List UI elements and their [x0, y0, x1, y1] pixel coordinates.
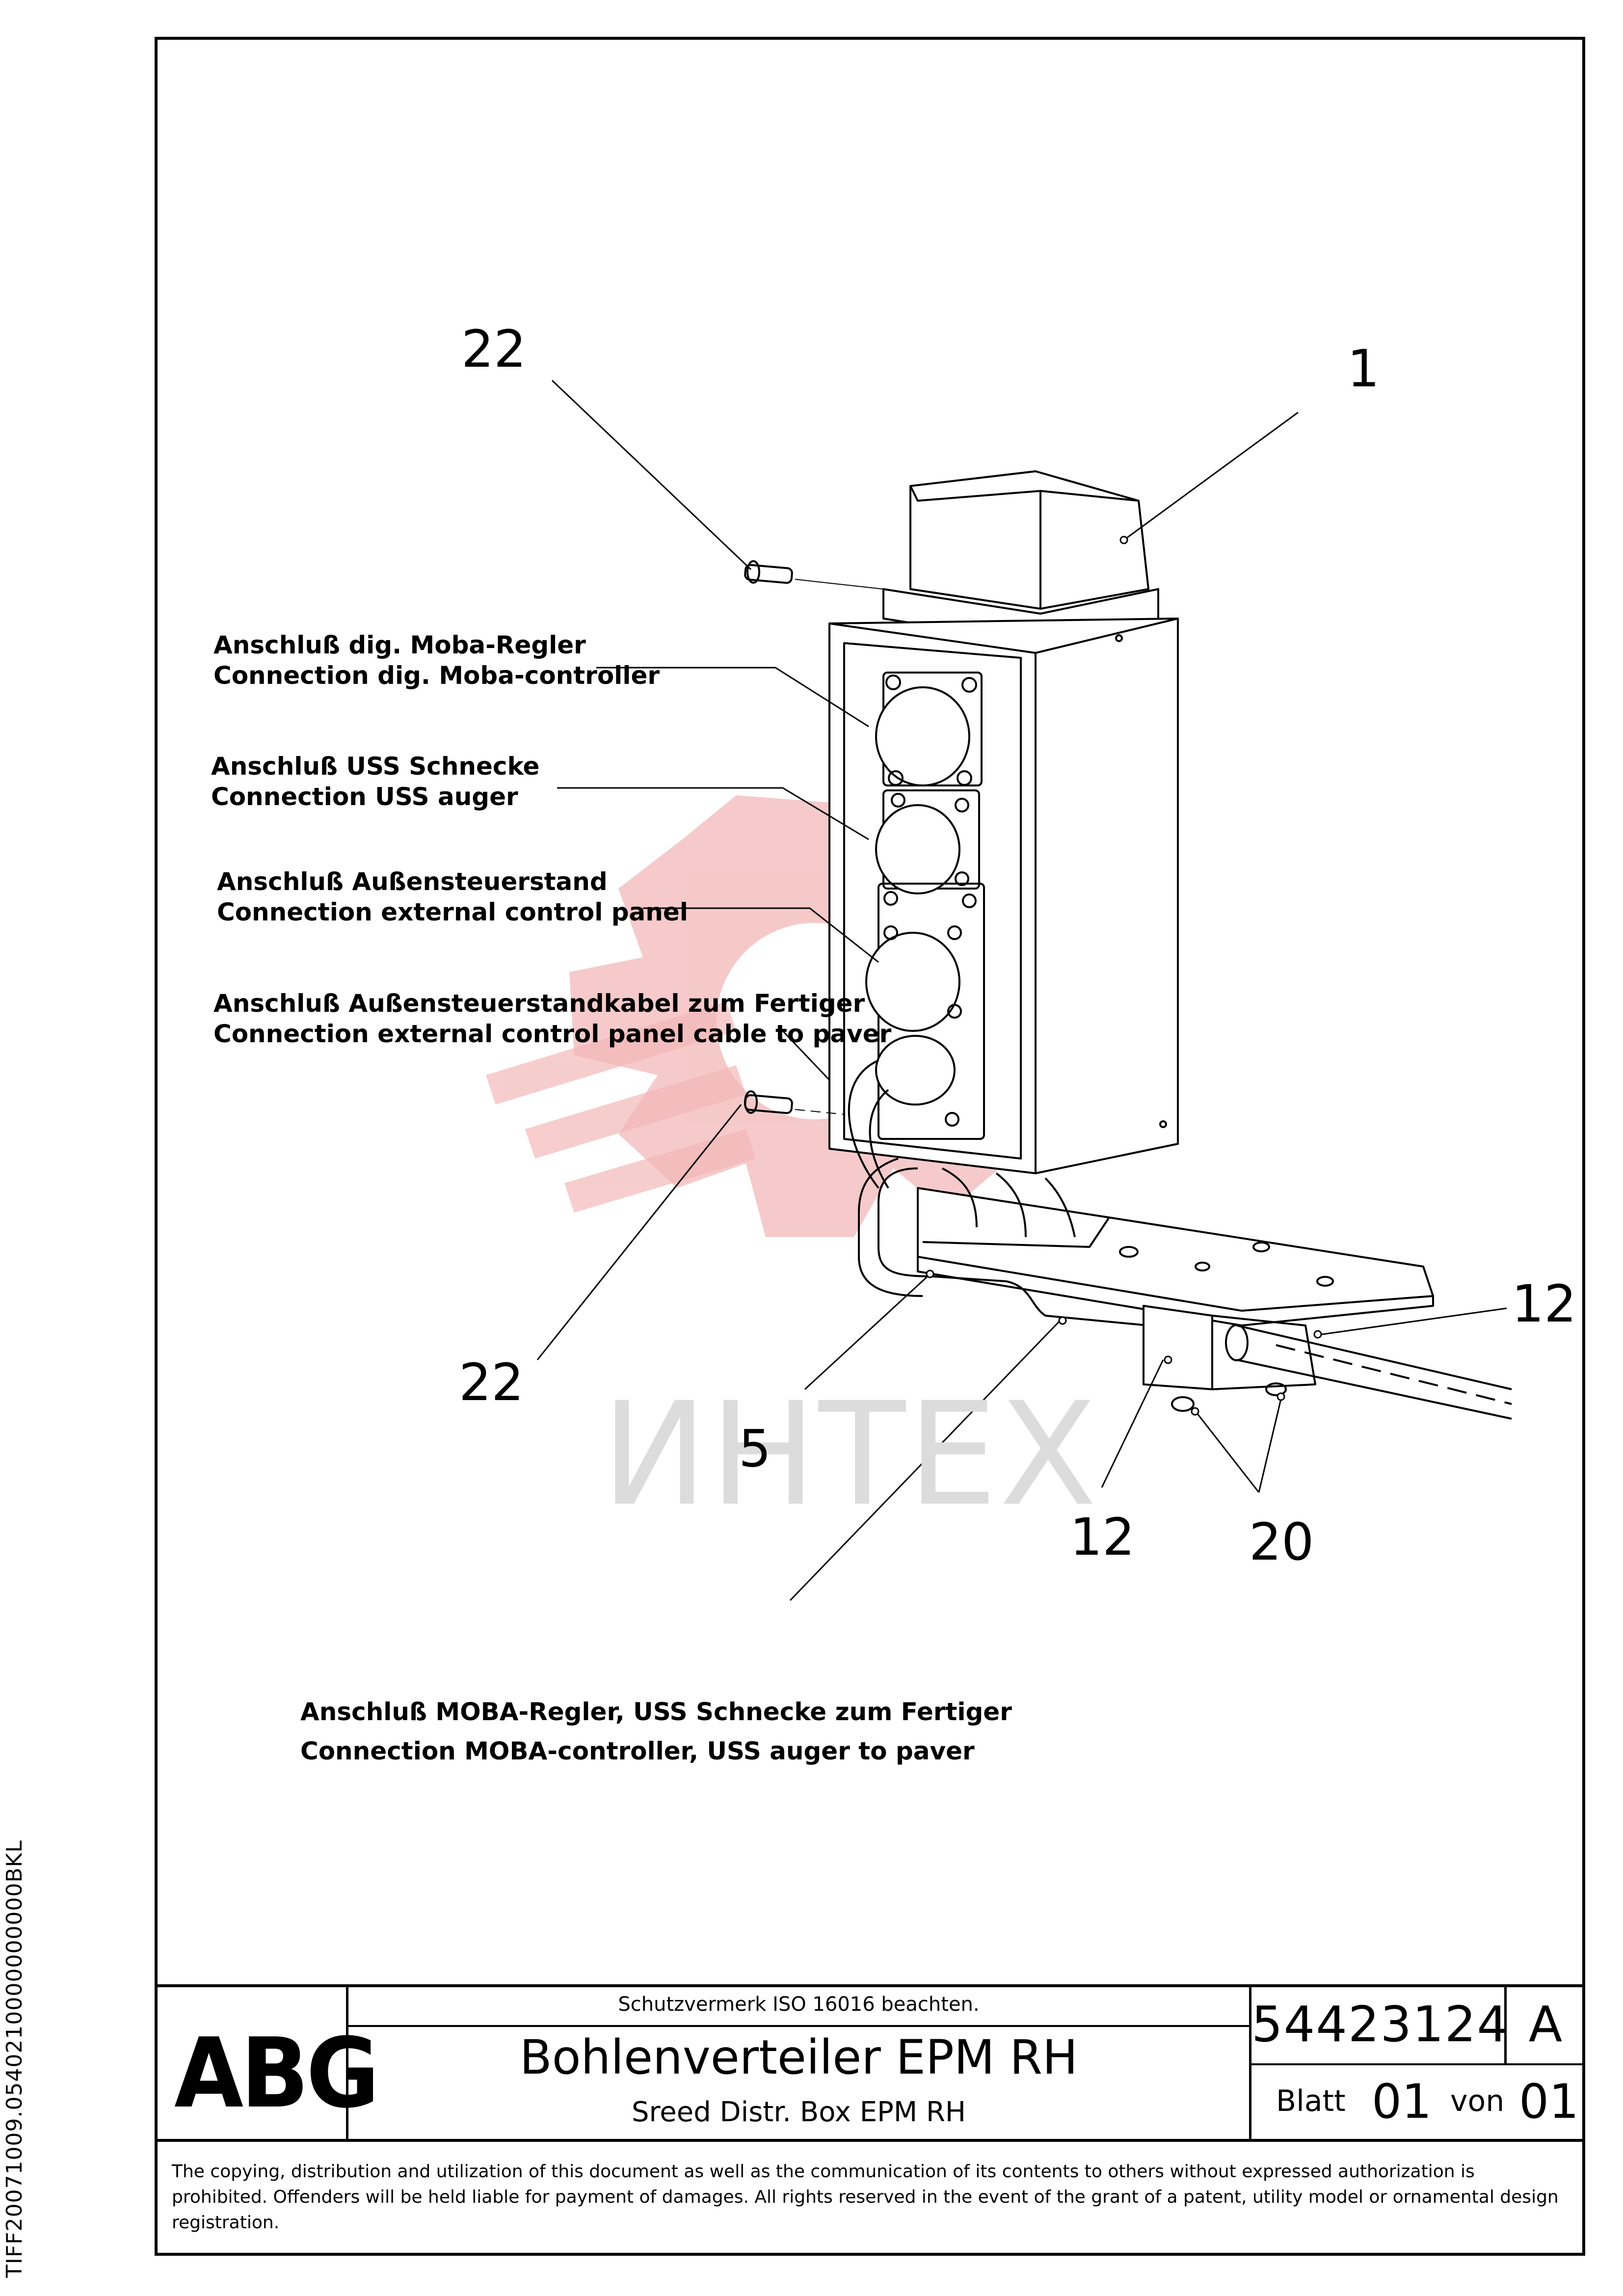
of-label: von: [1450, 2084, 1505, 2118]
connector-moba: [875, 672, 983, 786]
item-number-pipe: 5: [739, 1419, 772, 1479]
callout-external-panel-de: Anschluß Außensteuerstand: [217, 867, 608, 896]
drawing-title-de: Bohlenverteiler EPM RH: [519, 2030, 1078, 2085]
callout-moba-uss-paver-en: Connection MOBA-controller, USS auger to…: [300, 1737, 975, 1765]
watermark-text: ИНТЕХ: [601, 1372, 1099, 1538]
callout-moba-connection: Anschluß dig. Moba-Regler Connection dig…: [213, 630, 660, 691]
callout-uss-en: Connection USS auger: [211, 783, 518, 811]
cable-pipe: [1225, 1324, 1512, 1420]
distribution-box: [828, 618, 1179, 1174]
connector-uss: [875, 789, 980, 894]
callout-moba-en: Connection dig. Moba-controller: [213, 661, 660, 690]
callout-external-panel: Anschluß Außensteuerstand Connection ext…: [217, 866, 688, 927]
protection-note: Schutzvermerk ISO 16016 beachten.: [618, 1993, 980, 2016]
box-cover: [882, 470, 1159, 644]
callout-uss-de: Anschluß USS Schnecke: [211, 752, 540, 781]
callout-external-panel-en: Connection external control panel: [217, 898, 688, 926]
callout-moba-uss-paver-de: Anschluß MOBA-Regler, USS Schnecke zum F…: [300, 1698, 1012, 1726]
revision: A: [1528, 1996, 1563, 2053]
sheet-total: 01: [1519, 2074, 1579, 2129]
item-number-clamp-right: 12: [1512, 1274, 1577, 1334]
item-number-bolt-top: 22: [461, 319, 527, 379]
item-number-bolt-bottom: 22: [459, 1352, 524, 1412]
callout-panel-cable-de: Anschluß Außensteuerstandkabel zum Ferti…: [213, 989, 865, 1018]
callout-moba-de: Anschluß dig. Moba-Regler: [213, 631, 586, 659]
pipe-clamp: [1143, 1305, 1316, 1412]
drawing-frame: [155, 37, 1585, 2256]
bolt-bottom: [744, 1090, 845, 1115]
item-number-screws: 20: [1249, 1512, 1314, 1572]
callout-panel-cable-en: Connection external control panel cable …: [213, 1020, 892, 1048]
cable-bundle: [858, 1158, 1149, 1326]
watermark-stripes: [486, 1001, 756, 1213]
abg-logo: ABG: [174, 2018, 379, 2130]
drawing-title-en: Sreed Distr. Box EPM RH: [631, 2096, 966, 2128]
leader-lines: [536, 379, 1507, 1601]
sheet-number: 01: [1372, 2074, 1432, 2129]
copyright-notice: The copying, distribution and utilizatio…: [172, 2161, 1559, 2233]
sheet-label: Blatt: [1276, 2084, 1346, 2118]
connector-cable-to-paver: [848, 1035, 956, 1189]
bolt-top: [744, 560, 884, 590]
item-number-box: 1: [1347, 339, 1380, 399]
drawing-number: 54423124: [1251, 1996, 1509, 2053]
callout-moba-uss-paver: Anschluß MOBA-Regler, USS Schnecke zum F…: [300, 1692, 1012, 1771]
item-number-clamp-bottom: 12: [1070, 1507, 1135, 1567]
mounting-plate: [917, 1187, 1434, 1326]
callout-panel-cable: Anschluß Außensteuerstandkabel zum Ferti…: [213, 988, 891, 1049]
connector-external-panel: [865, 883, 985, 1140]
callout-uss-connection: Anschluß USS Schnecke Connection USS aug…: [211, 751, 539, 812]
